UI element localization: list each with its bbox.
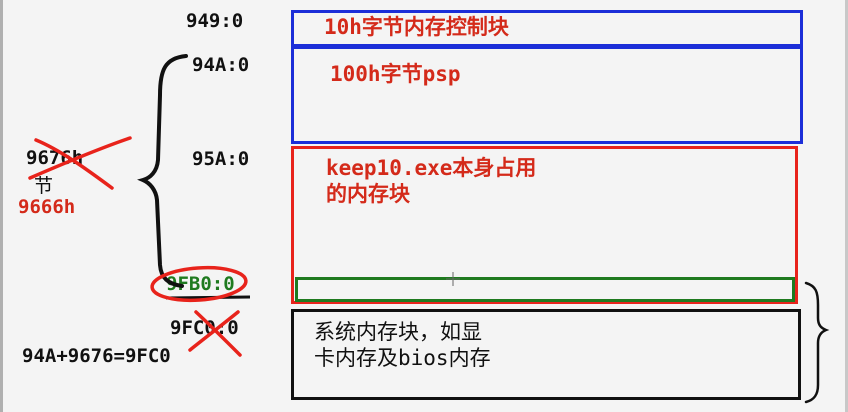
address-9fb0-offset: :0 <box>211 273 235 295</box>
psp-label: 100h字节psp <box>330 62 461 86</box>
program-label-line2: 的内存块 <box>326 182 410 206</box>
system-label-line2: 卡内存及bios内存 <box>314 346 491 370</box>
program-block <box>291 146 798 304</box>
address-9fc0: 9FC0:0 <box>170 317 239 339</box>
system-block <box>291 309 801 400</box>
size-unit-label: 节 <box>34 175 54 197</box>
address-9fb0-segment: 9FB0 <box>166 273 212 295</box>
mcb-9fb0-block <box>295 277 795 302</box>
underline-9fb0 <box>165 295 251 300</box>
system-label-line1: 系统内存块，如显 <box>314 320 482 344</box>
program-label-line1: keep10.exe本身占用 <box>326 156 537 180</box>
size-old-label: 9676h <box>26 147 84 169</box>
right-curly-brace <box>804 281 830 404</box>
mcb-label: 10h字节内存控制块 <box>324 15 509 39</box>
left-curly-brace <box>137 54 188 288</box>
right-frame-edge <box>845 0 848 412</box>
address-94a: 94A:0 <box>192 54 250 76</box>
formula-label: 94A+9676=9FC0 <box>22 345 171 367</box>
psp-block <box>291 46 803 144</box>
mcb-block <box>291 10 803 47</box>
size-new-label: 9666h <box>18 196 76 218</box>
address-9fb0: 9FB0:0 <box>166 273 235 295</box>
address-95a: 95A:0 <box>192 148 250 170</box>
left-frame-edge <box>0 0 3 412</box>
address-949: 949:0 <box>186 10 244 32</box>
